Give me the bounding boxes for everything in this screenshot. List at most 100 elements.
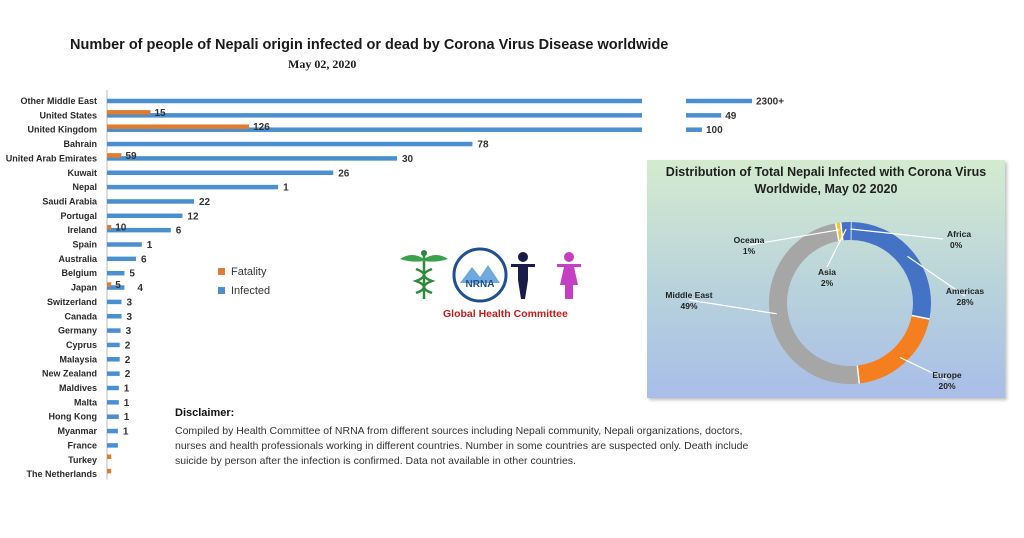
slice-label: Africa [947,229,971,239]
category-label: Other Middle East [20,96,97,106]
legend-item-infected: Infected [218,281,270,300]
fatality-bar [107,124,250,129]
infected-bar [107,242,142,247]
leader-line [688,299,777,315]
category-label: Malaysia [59,354,98,364]
infected-bar [107,199,194,204]
nrna-logo-text: NRNA [466,279,495,290]
leader-line [899,356,948,381]
infected-bar [107,213,183,219]
infected-bar [107,385,119,391]
infected-value-label: 1 [123,427,129,438]
infected-value-label: 1 [147,240,153,251]
infected-value-label: 30 [402,154,414,165]
infected-value-label: 3 [127,312,133,323]
slice-percent-label: 20% [938,381,955,391]
fatality-bar [107,110,151,115]
fatality-swatch [218,268,225,275]
infected-value-label: 49 [725,111,737,122]
category-label: Maldives [59,383,97,393]
logo-area: NRNA [394,247,594,322]
slice-label: Americas [946,286,985,296]
donut-slice-middle-east [769,223,860,384]
fatality-bar [107,454,112,459]
category-label: Kuwait [67,168,97,178]
infected-value-label: 2 [125,369,131,380]
infected-value-label: 1 [124,398,130,409]
infected-bar [107,414,119,419]
leader-line [850,228,944,240]
infected-value-label: 2300+ [756,97,784,108]
slice-separator [911,314,930,320]
infected-value-label: 1 [124,384,130,395]
infected-value-label: 3 [126,326,132,337]
slice-separator [856,365,861,384]
category-label: Belgium [61,268,97,278]
slice-percent-label: 1% [743,246,756,256]
infected-bar [107,328,121,333]
infected-value-label: 100 [706,125,723,136]
infected-value-label: 6 [176,226,182,237]
male-icon [511,252,535,299]
infected-bar [107,113,642,118]
fatality-bar [107,468,112,474]
infected-bar [107,98,642,104]
fatality-value-label: 15 [155,108,167,119]
infected-bar-continued [686,98,752,104]
infected-bar [107,400,119,405]
infected-bar [107,371,120,376]
slice-label: Oceana [734,235,765,245]
category-label: United Arab Emirates [6,153,97,163]
infected-bar [107,285,125,290]
infected-swatch [218,287,225,294]
infected-value-label: 12 [187,211,199,222]
infected-value-label: 1 [124,412,130,423]
caduceus-icon [400,250,448,299]
infected-bar [107,428,118,434]
infected-bar [107,184,279,190]
infected-bar-continued [686,113,722,118]
infected-bar [107,443,118,448]
legend-item-fatality: Fatality [218,262,270,281]
disclaimer-title: Disclaimer: [175,407,235,419]
category-label: Turkey [68,455,97,465]
disclaimer: Disclaimer: Compiled by Health Committee… [175,406,775,469]
fatality-bar [107,282,112,287]
fatality-value-label: 126 [253,122,270,133]
category-label: Cyprus [66,340,97,350]
logo-graphics: NRNA [400,247,581,303]
slice-percent-label: 49% [680,301,697,311]
category-label: Australia [58,254,98,264]
category-label: Canada [64,311,98,321]
infected-bar [107,357,120,362]
category-label: Portugal [60,211,97,221]
infected-value-label: 2 [125,340,131,351]
infected-value-label: 78 [477,140,489,151]
category-label: Ireland [67,225,97,235]
infected-value-label: 2 [125,355,131,366]
legend-infected-label: Infected [231,284,271,297]
fatality-value-label: 59 [126,151,138,162]
infected-value-label: 3 [127,297,133,308]
category-label: Bahrain [63,139,97,149]
infected-value-label: 4 [137,283,143,294]
leader-line [748,229,840,246]
donut-slice-europe [856,315,930,384]
bar-legend: Fatality Infected [218,262,270,300]
category-label: Hong Kong [49,412,98,422]
slice-percent-label: 0% [950,240,963,250]
infected-bar [107,170,334,175]
category-label: Switzerland [47,297,97,307]
category-label: Nepal [72,182,97,192]
category-label: Germany [58,326,97,336]
infected-bar [107,342,120,348]
fatality-value-label: 5 [115,280,121,291]
slice-label: Middle East [665,290,712,300]
category-label: New Zealand [42,369,97,379]
slice-percent-label: 2% [821,278,834,288]
category-label: France [67,440,97,450]
infected-value-label: 26 [338,168,350,179]
category-label: Japan [71,283,97,293]
